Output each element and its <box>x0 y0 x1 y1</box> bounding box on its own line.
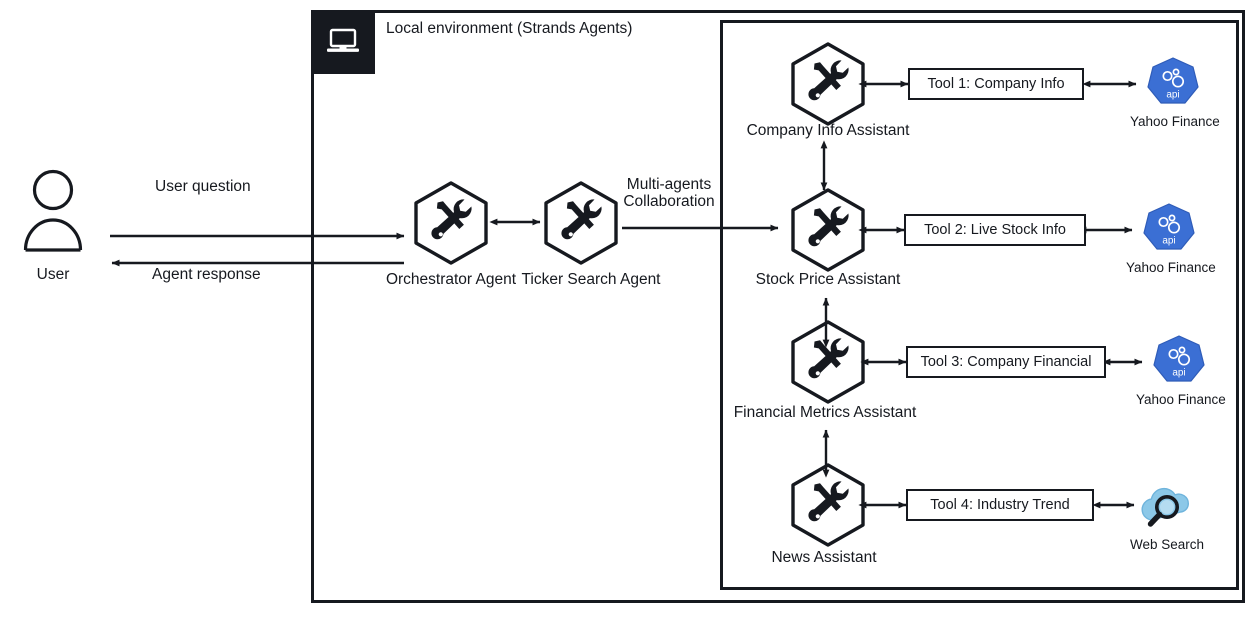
svg-text:api: api <box>1162 236 1175 247</box>
service-yahoo-finance-1[interactable]: api Yahoo Finance <box>1130 54 1220 129</box>
agent-label-orchestrator: Orchestrator Agent <box>385 271 517 288</box>
service-web-search[interactable]: Web Search <box>1130 477 1204 552</box>
flow-label-agent-response: Agent response <box>152 266 261 283</box>
assistant-node-company-info[interactable] <box>789 41 867 127</box>
local-environment-container <box>311 10 1245 603</box>
laptop-icon <box>311 10 375 74</box>
assistant-label-stock-price: Stock Price Assistant <box>755 271 901 288</box>
service-yahoo-finance-3[interactable]: api Yahoo Finance <box>1136 332 1226 407</box>
service-label-2: Yahoo Finance <box>1126 260 1216 275</box>
user-label: User <box>36 266 70 283</box>
flow-label-multi-agents-collaboration: Multi-agents Collaboration <box>607 176 731 211</box>
tool-box-1[interactable]: Tool 1: Company Info <box>908 68 1084 100</box>
service-label-4: Web Search <box>1129 537 1205 552</box>
api-gateway-icon: api <box>1138 200 1200 258</box>
flow-label-line-1: Multi-agents <box>626 176 712 193</box>
cloud-search-icon <box>1136 477 1198 535</box>
assistant-label-financial-metrics: Financial Metrics Assistant <box>733 404 917 421</box>
agent-node-ticker-search[interactable] <box>542 180 620 266</box>
tool-box-3[interactable]: Tool 3: Company Financial <box>906 346 1106 378</box>
assistant-node-stock-price[interactable] <box>789 187 867 273</box>
service-label-3: Yahoo Finance <box>1136 392 1226 407</box>
assistant-label-company-info: Company Info Assistant <box>746 122 910 139</box>
user-person-icon <box>22 168 84 257</box>
service-yahoo-finance-2[interactable]: api Yahoo Finance <box>1126 200 1216 275</box>
service-label-1: Yahoo Finance <box>1130 114 1220 129</box>
api-gateway-icon: api <box>1148 332 1210 390</box>
agent-label-ticker-search: Ticker Search Agent <box>521 271 661 288</box>
flow-label-line-2: Collaboration <box>623 193 715 211</box>
svg-text:api: api <box>1166 90 1179 101</box>
svg-text:api: api <box>1172 368 1185 379</box>
flow-label-user-question: User question <box>155 178 251 195</box>
tool-box-4[interactable]: Tool 4: Industry Trend <box>906 489 1094 521</box>
api-gateway-icon: api <box>1142 54 1204 112</box>
assistants-container <box>720 20 1239 590</box>
environment-title: Local environment (Strands Agents) <box>386 20 633 37</box>
assistant-node-financial-metrics[interactable] <box>789 319 867 405</box>
agent-node-orchestrator[interactable] <box>412 180 490 266</box>
tool-box-2[interactable]: Tool 2: Live Stock Info <box>904 214 1086 246</box>
assistant-label-news: News Assistant <box>771 549 877 566</box>
assistant-node-news[interactable] <box>789 462 867 548</box>
